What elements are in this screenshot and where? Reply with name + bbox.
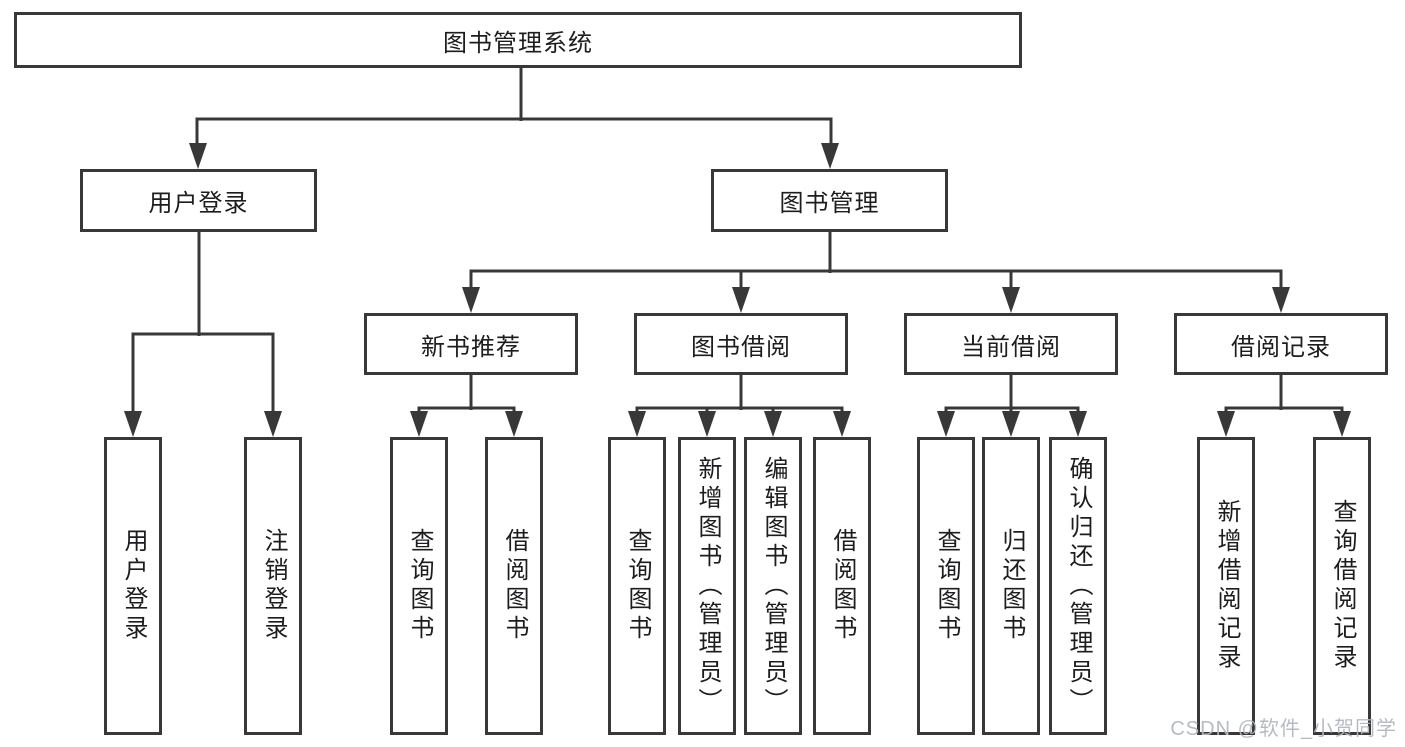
- arrow-to-nb-query: [410, 411, 428, 437]
- arrow-to-book-borrow: [732, 287, 750, 313]
- leaf-br-query-record-label: 查询借阅记录: [1329, 499, 1356, 673]
- leaf-bb-query-book-label: 查询图书: [624, 528, 651, 644]
- node-book-management: 图书管理: [711, 169, 948, 232]
- leaf-bb-add-book-label: 新增图书（管理员）: [694, 455, 721, 717]
- arrow-to-bb-edit: [764, 411, 782, 437]
- node-new-book-recommend: 新书推荐: [364, 313, 578, 375]
- arrow-to-nb-borrow: [505, 411, 523, 437]
- leaf-cb-query-book-label: 查询图书: [933, 528, 960, 644]
- node-current-borrow-label: 当前借阅: [961, 333, 1061, 361]
- leaf-nb-query-book-label: 查询图书: [406, 528, 433, 644]
- node-borrow-records-label: 借阅记录: [1231, 333, 1331, 361]
- leaf-cb-return-book: 归还图书: [982, 437, 1040, 735]
- leaf-br-add-record: 新增借阅记录: [1197, 437, 1255, 735]
- leaf-br-query-record: 查询借阅记录: [1313, 437, 1371, 735]
- leaf-nb-query-book: 查询图书: [390, 437, 448, 735]
- node-current-borrow: 当前借阅: [904, 313, 1118, 375]
- connector-borrow-bar: [635, 406, 844, 418]
- arrow-to-ul-logout: [264, 411, 282, 437]
- arrow-to-br-query: [1333, 411, 1351, 437]
- arrow-to-new-book-rec: [462, 287, 480, 313]
- leaf-bb-add-book: 新增图书（管理员）: [678, 437, 736, 735]
- leaf-bb-borrow-book: 借阅图书: [813, 437, 871, 735]
- leaf-user-login: 用户登录: [104, 437, 162, 735]
- arrow-to-borrow-records: [1272, 287, 1290, 313]
- arrow-to-ul-login: [124, 411, 142, 437]
- leaf-logout: 注销登录: [244, 437, 302, 735]
- node-library-system-label: 图书管理系统: [443, 29, 593, 57]
- node-library-system: 图书管理系统: [14, 12, 1022, 68]
- leaf-cb-confirm-return: 确认归还（管理员）: [1049, 437, 1107, 735]
- leaf-user-login-label: 用户登录: [120, 528, 147, 644]
- connector-newbook-bar: [417, 406, 516, 418]
- leaf-cb-confirm-return-label: 确认归还（管理员）: [1065, 455, 1092, 717]
- node-book-borrow-label: 图书借阅: [691, 333, 791, 361]
- node-borrow-records: 借阅记录: [1174, 313, 1388, 375]
- connector-bookmgmt-bar: [469, 269, 1283, 294]
- leaf-logout-label: 注销登录: [260, 528, 287, 644]
- arrow-to-bb-borrow: [833, 411, 851, 437]
- leaf-bb-borrow-book-label: 借阅图书: [829, 528, 856, 644]
- arrow-to-cb-query: [937, 411, 955, 437]
- leaf-bb-edit-book-label: 编辑图书（管理员）: [760, 455, 787, 717]
- connector-root-bar: [195, 117, 833, 147]
- arrow-to-cb-confirm: [1069, 411, 1087, 437]
- arrow-to-book-mgmt: [821, 143, 839, 169]
- node-new-book-recommend-label: 新书推荐: [421, 333, 521, 361]
- node-user-login-label: 用户登录: [148, 190, 249, 217]
- leaf-nb-borrow-book: 借阅图书: [485, 437, 543, 735]
- leaf-bb-query-book: 查询图书: [608, 437, 666, 735]
- connector-records-bar: [1224, 406, 1344, 418]
- arrow-to-current-borrow: [1002, 287, 1020, 313]
- connector-userlogin-bar: [131, 332, 275, 416]
- arrow-to-br-add: [1217, 411, 1235, 437]
- leaf-cb-query-book: 查询图书: [917, 437, 975, 735]
- leaf-nb-borrow-book-label: 借阅图书: [501, 528, 528, 644]
- node-book-borrow: 图书借阅: [634, 313, 848, 375]
- leaf-br-add-record-label: 新增借阅记录: [1213, 499, 1240, 673]
- csdn-watermark: CSDN @软件_小贺同学: [1170, 718, 1397, 740]
- node-book-management-label: 图书管理: [779, 190, 880, 217]
- arrow-to-cb-return: [1002, 411, 1020, 437]
- leaf-bb-edit-book: 编辑图书（管理员）: [744, 437, 802, 735]
- arrow-to-bb-query: [628, 411, 646, 437]
- node-user-login: 用户登录: [80, 169, 317, 232]
- arrow-to-bb-add: [698, 411, 716, 437]
- connector-current-bar: [944, 406, 1080, 418]
- arrow-to-user-login: [189, 143, 207, 169]
- leaf-cb-return-book-label: 归还图书: [998, 528, 1025, 644]
